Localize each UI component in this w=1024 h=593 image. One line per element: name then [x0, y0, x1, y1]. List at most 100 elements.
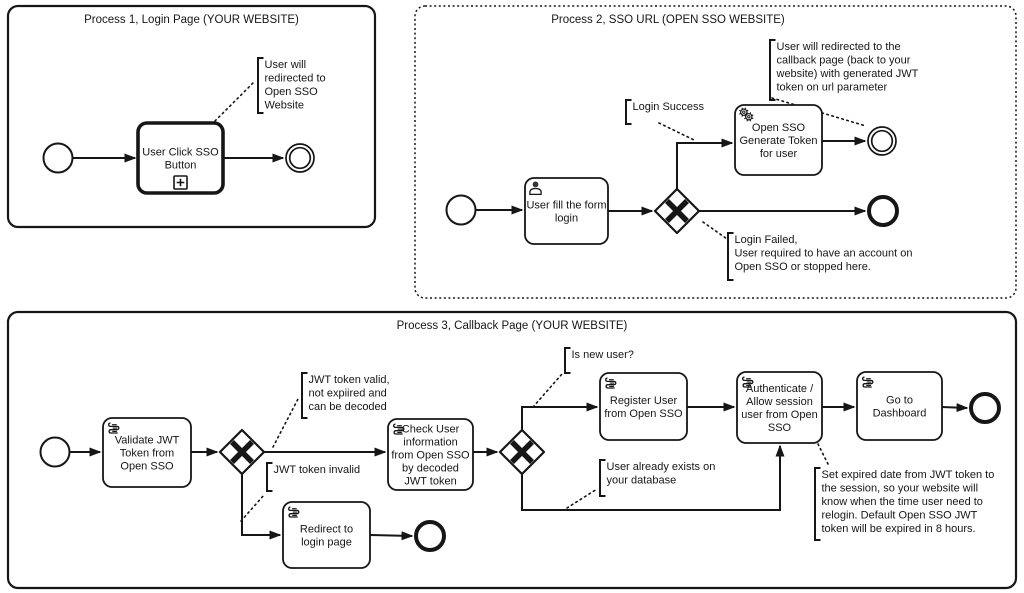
start-event-p1	[42, 142, 74, 174]
flow-p3-gateway2-loop-authenticate	[521, 444, 785, 511]
panel-process-1	[6, 4, 377, 229]
assoc-p1-annotation	[214, 80, 256, 122]
task-open-sso-generate-token-shape	[734, 104, 823, 176]
gateway-p2-login-result	[653, 187, 701, 235]
annotation-bracket	[769, 39, 776, 101]
annotation-bracket	[257, 57, 264, 114]
annotation-bracket	[814, 467, 821, 541]
annotation-bracket	[301, 372, 308, 419]
edges-layer	[70, 80, 969, 541]
annotation-p3-token-invalid-text: JWT token invalid	[274, 464, 361, 476]
task-go-dashboard-shape	[856, 371, 943, 441]
assoc-p3-token-invalid	[240, 494, 265, 522]
start-event-p2	[445, 194, 477, 226]
annotation-p2-login-success-text: Login Success	[633, 101, 705, 113]
task-authenticate-shape	[736, 371, 823, 444]
script-icon	[393, 423, 405, 435]
user-icon	[529, 181, 542, 196]
annotation-p3-new-user-text: Is new user?	[572, 349, 634, 361]
annotation-bracket	[625, 99, 632, 125]
flow-p3-dashboard-end	[941, 403, 969, 413]
flow-p3-gateway2-register	[521, 402, 599, 430]
subprocess-plus-marker	[173, 175, 188, 190]
task-user-click-sso-shape	[136, 121, 225, 195]
script-icon	[108, 422, 120, 434]
assoc-p3-token-valid	[272, 398, 299, 448]
task-validate-jwt-shape	[102, 417, 192, 488]
flow-p3-gateway-redirect	[241, 474, 282, 540]
end-event-p2-success	[867, 126, 897, 156]
script-icon	[862, 376, 874, 388]
end-event-p3-redirect	[414, 520, 446, 552]
annotation-p2-login-failed: Login Failed,User required to have an ac…	[727, 232, 913, 281]
annotation-bracket	[727, 232, 734, 281]
annotation-bracket	[564, 347, 571, 374]
panel-title-process-3: Process 3, Callback Page (YOUR WEBSITE)	[397, 320, 628, 332]
panel-title-process-1: Process 1, Login Page (YOUR WEBSITE)	[84, 14, 299, 26]
annotation-p3-new-user: Is new user?	[564, 347, 634, 374]
task-register-user-shape	[599, 372, 688, 441]
annotation-p2-login-success: Login Success	[625, 99, 705, 125]
assoc-p3-new-user	[532, 373, 563, 408]
x-gateway-mark	[665, 199, 689, 223]
task-check-user-info-shape	[387, 418, 474, 491]
assoc-p2-login-failed	[702, 221, 728, 240]
assoc-p2-login-success	[658, 122, 695, 141]
script-icon	[605, 377, 617, 389]
x-gateway-mark	[510, 440, 534, 464]
annotation-p3-token-invalid: JWT token invalid	[266, 462, 361, 492]
x-gateway-mark	[230, 440, 254, 464]
script-icon	[742, 376, 754, 388]
start-event-p3	[39, 436, 71, 468]
end-event-p2-failed	[867, 195, 899, 227]
gateway-p3-new-user	[498, 428, 546, 476]
panel-process-2	[414, 5, 1017, 299]
panel-title-process-2: Process 2, SSO URL (OPEN SSO WEBSITE)	[551, 14, 785, 26]
annotation-bracket	[266, 462, 273, 492]
annotation-bracket	[599, 459, 606, 497]
task-user-fill-form-shape	[524, 177, 609, 245]
annotation-p2-login-failed-text: Login Failed,User required to have an ac…	[735, 234, 913, 273]
panels-layer: Process 1, Login Page (YOUR WEBSITE) Proc…	[6, 4, 1018, 590]
end-event-p1	[285, 143, 315, 173]
panel-process-3	[6, 310, 1018, 590]
gears-icon	[739, 107, 754, 122]
script-icon	[288, 506, 300, 518]
gateway-p3-token-valid	[218, 428, 266, 476]
task-redirect-login-shape	[282, 501, 371, 569]
assoc-p3-expired	[817, 443, 830, 467]
flow-p3-redirect-end	[369, 531, 414, 541]
end-event-p3-main	[969, 392, 1001, 424]
